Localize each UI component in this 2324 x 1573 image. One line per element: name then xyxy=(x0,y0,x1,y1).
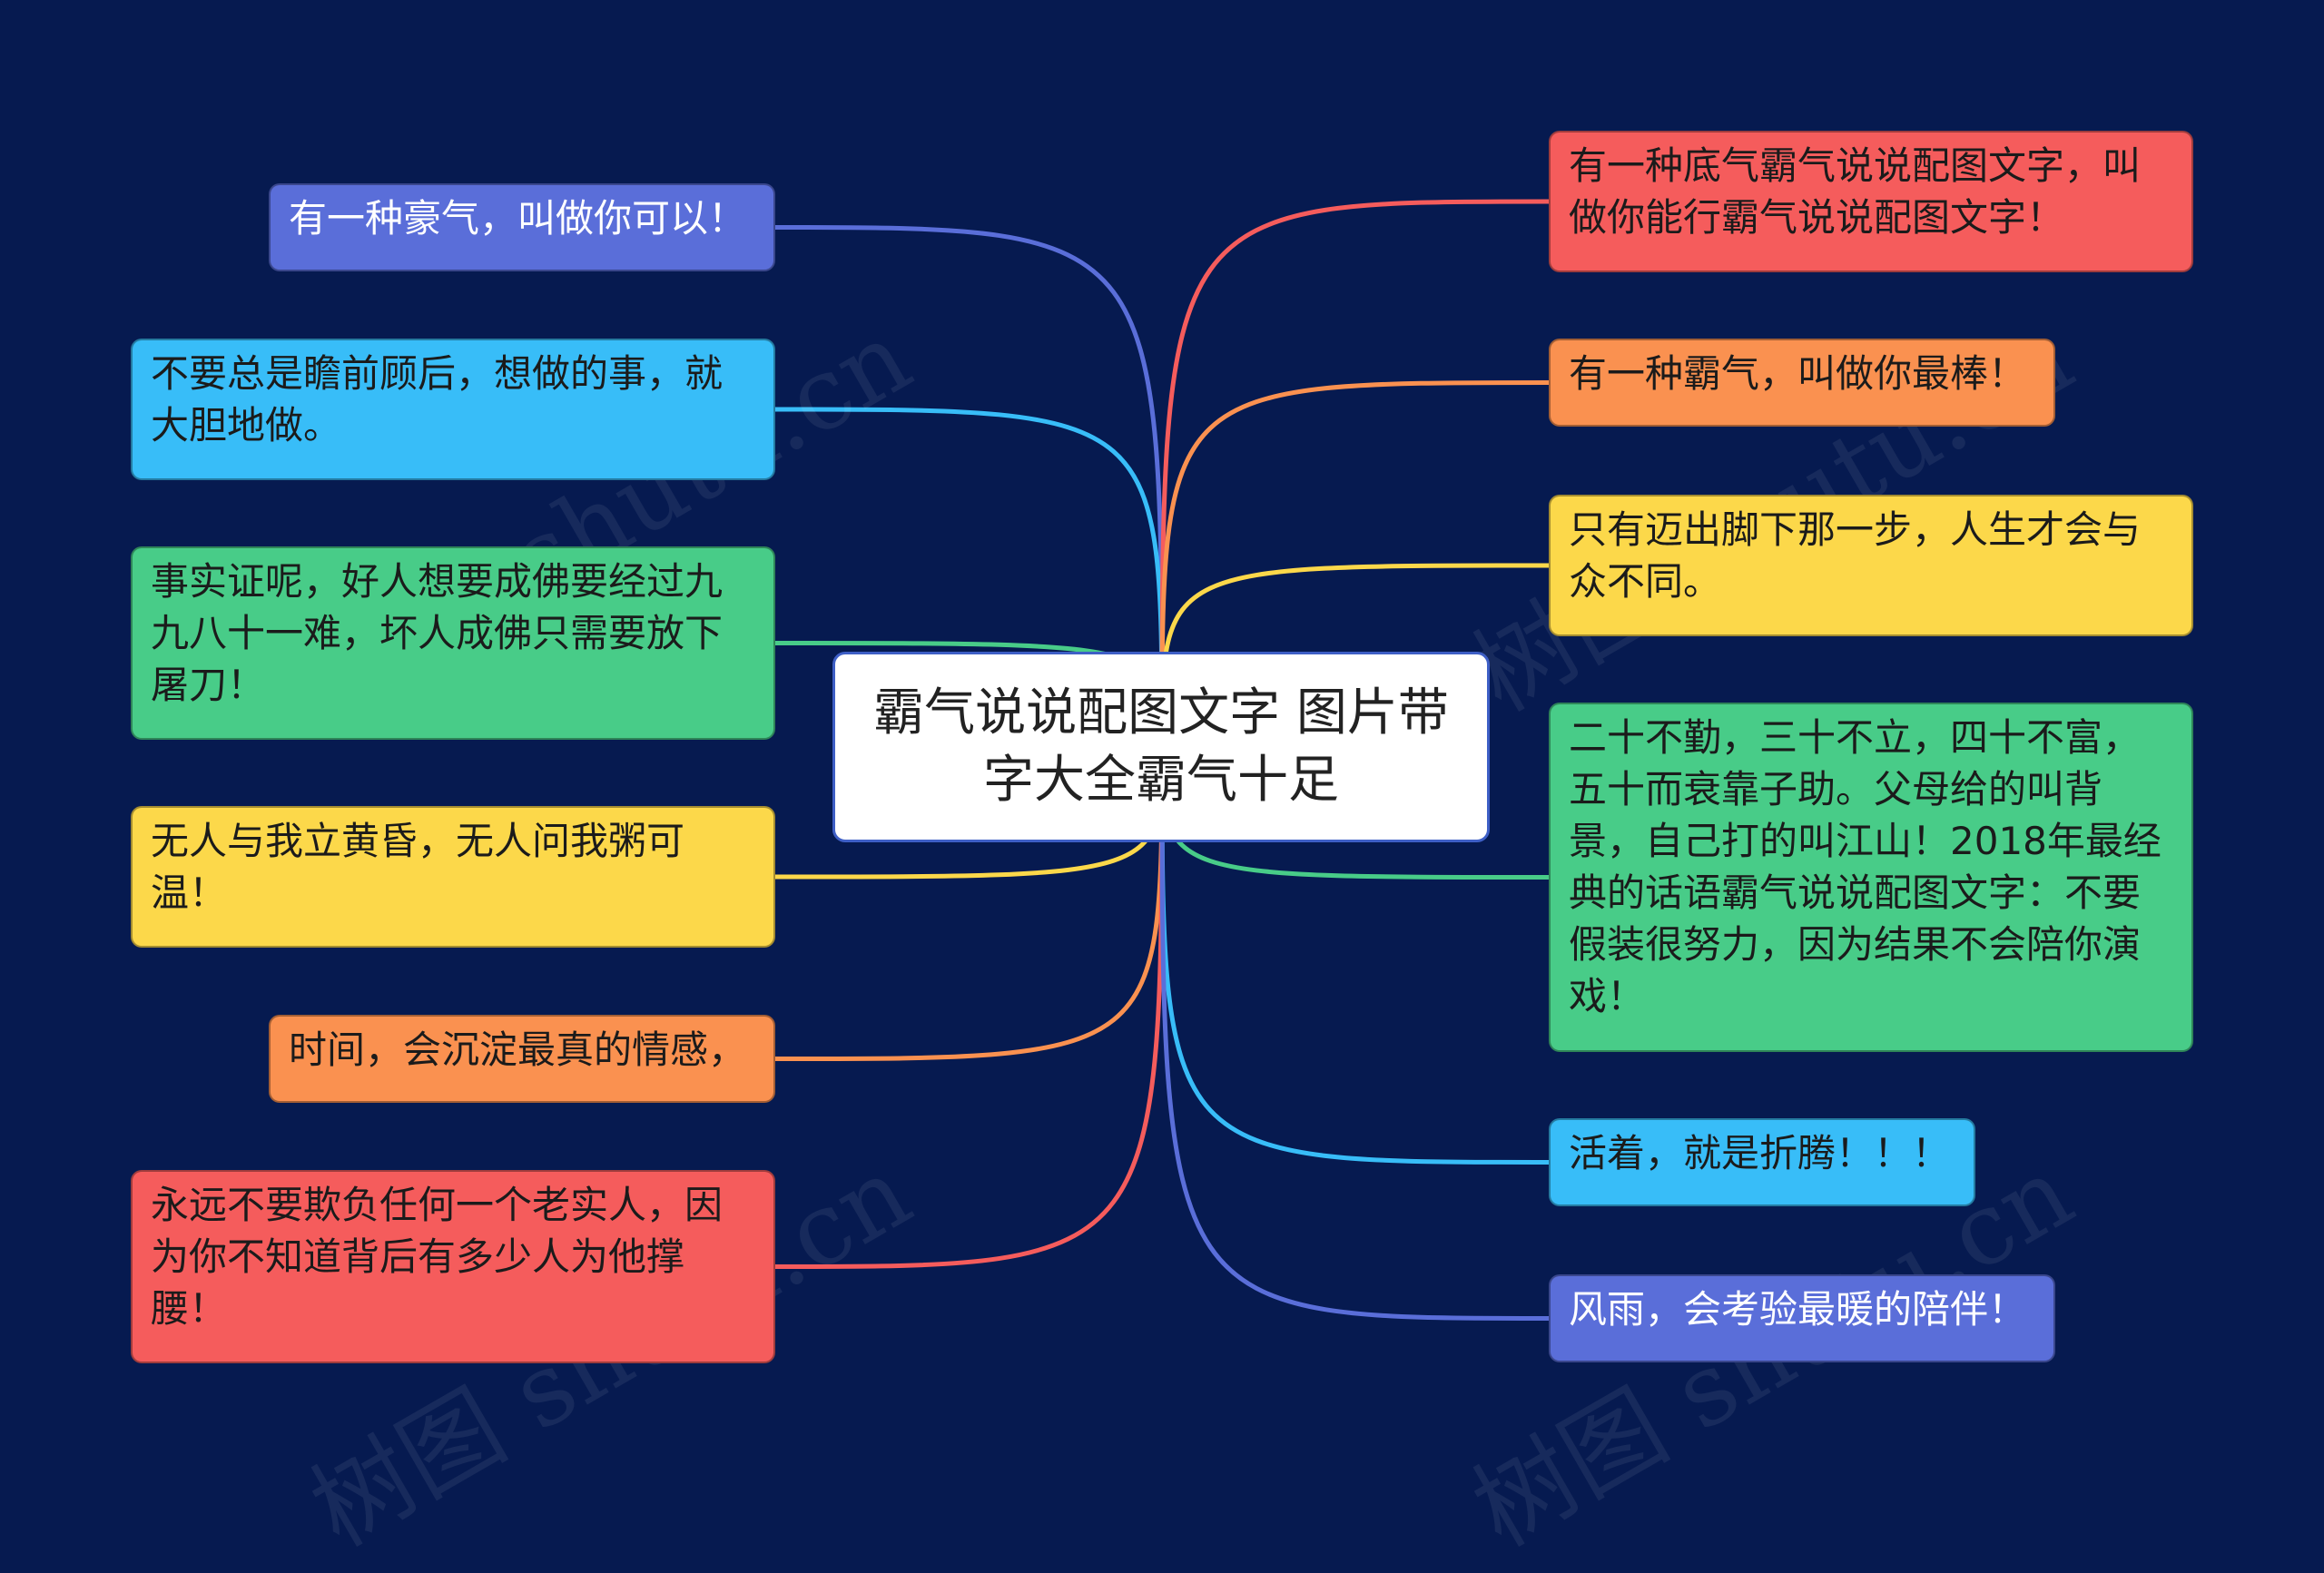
left-node-1[interactable]: 有一种豪气，叫做你可以！ xyxy=(269,183,775,271)
right-connector-6 xyxy=(1159,744,1551,1321)
node-label: 有一种霸气，叫做你最棒！ xyxy=(1569,351,2027,396)
right-node-3[interactable]: 只有迈出脚下那一步，人生才会与众不同。 xyxy=(1549,495,2193,636)
left-node-6[interactable]: 永远不要欺负任何一个老实人，因为你不知道背后有多少人为他撑腰！ xyxy=(131,1170,775,1363)
node-label: 有一种底气霸气说说配图文字，叫做你能行霸气说说配图文字！ xyxy=(1569,143,2142,240)
right-node-1[interactable]: 有一种底气霸气说说配图文字，叫做你能行霸气说说配图文字！ xyxy=(1549,131,2193,272)
right-connector-1 xyxy=(1159,199,1551,750)
central-topic-label: 霸气说说配图文字 图片带字大全霸气十足 xyxy=(873,683,1449,810)
node-label: 风雨，会考验最暖的陪伴！ xyxy=(1569,1287,2027,1332)
right-node-5[interactable]: 活着，就是折腾！！！ xyxy=(1549,1118,1975,1206)
left-node-3[interactable]: 事实证呢，好人想要成佛要经过九九八十一难，坏人成佛只需要放下屠刀！ xyxy=(131,546,775,740)
node-label: 事实证呢，好人想要成佛要经过九九八十一难，坏人成佛只需要放下屠刀！ xyxy=(151,559,724,707)
node-label: 时间，会沉淀最真的情感， xyxy=(289,1027,747,1072)
central-topic[interactable]: 霸气说说配图文字 图片带字大全霸气十足 xyxy=(832,652,1490,842)
left-node-4[interactable]: 无人与我立黄昏，无人问我粥可温！ xyxy=(131,806,775,948)
right-node-2[interactable]: 有一种霸气，叫做你最棒！ xyxy=(1549,339,2055,427)
right-node-4[interactable]: 二十不勤，三十不立，四十不富，五十而衰靠子助。父母给的叫背景，自己打的叫江山！2… xyxy=(1549,703,2193,1052)
mindmap-canvas: 树图 shutu.cn 树图 shutu.cn 树图 shutu.cn 树图 s… xyxy=(131,131,2193,1568)
node-label: 永远不要欺负任何一个老实人，因为你不知道背后有多少人为他撑腰！ xyxy=(151,1183,724,1331)
node-label: 不要总是瞻前顾后，想做的事，就大胆地做。 xyxy=(151,351,724,447)
node-label: 只有迈出脚下那一步，人生才会与众不同。 xyxy=(1569,507,2142,604)
right-node-6[interactable]: 风雨，会考验最暖的陪伴！ xyxy=(1549,1274,2055,1362)
node-label: 活着，就是折腾！！！ xyxy=(1569,1131,1951,1175)
node-label: 有一种豪气，叫做你可以！ xyxy=(289,196,747,241)
node-label: 二十不勤，三十不立，四十不富，五十而衰靠子助。父母给的叫背景，自己打的叫江山！2… xyxy=(1569,715,2162,1018)
node-label: 无人与我立黄昏，无人问我粥可温！ xyxy=(151,819,685,915)
left-node-2[interactable]: 不要总是瞻前顾后，想做的事，就大胆地做。 xyxy=(131,339,775,480)
left-node-5[interactable]: 时间，会沉淀最真的情感， xyxy=(269,1015,775,1103)
right-connector-2 xyxy=(1159,380,1551,750)
